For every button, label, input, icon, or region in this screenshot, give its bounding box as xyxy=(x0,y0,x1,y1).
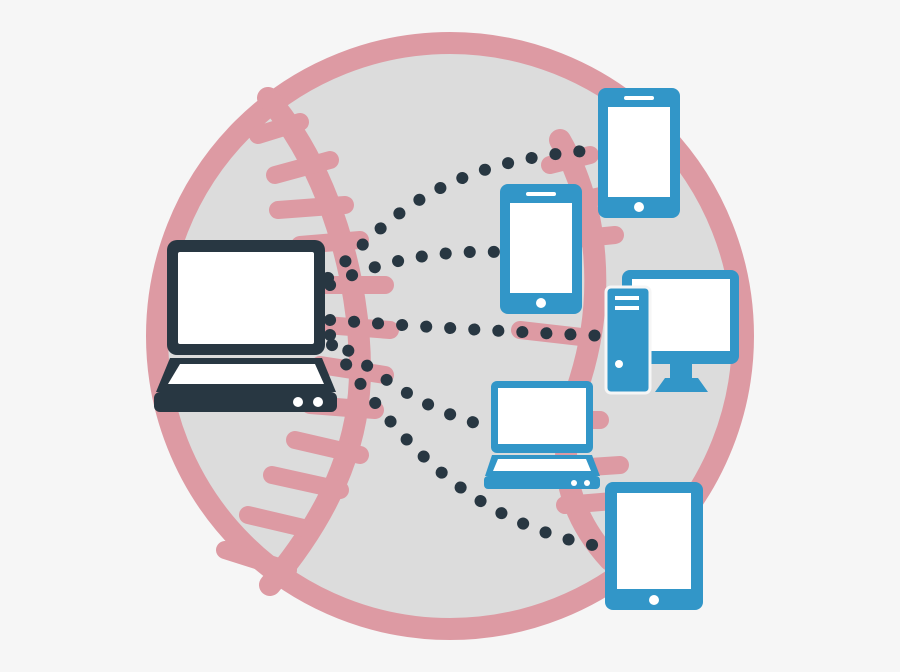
desktop-monitor-stand xyxy=(655,378,708,392)
desktop-tower xyxy=(604,285,652,395)
connection-line-desktop xyxy=(324,314,611,342)
laptop-keyboard xyxy=(168,364,324,384)
laptop-icon xyxy=(154,240,337,412)
laptop-screen xyxy=(178,252,314,344)
connection-line-phone-middle xyxy=(324,245,504,291)
smartphone-icon xyxy=(500,184,582,314)
laptop-icon xyxy=(484,381,600,489)
phone-middle-home-button xyxy=(536,298,546,308)
tablet-home-button xyxy=(649,595,659,605)
phone-top-speaker xyxy=(624,96,654,100)
tablet-icon xyxy=(605,482,703,610)
laptop-base xyxy=(154,392,337,412)
phone-top-home-button xyxy=(634,202,644,212)
connection-line-laptop-small xyxy=(324,329,493,432)
desktop-computer-icon xyxy=(604,270,739,395)
connection-line-tablet xyxy=(326,339,604,552)
connection-line-phone-top xyxy=(322,144,604,284)
desktop-tower-drive-2 xyxy=(615,306,639,310)
small-laptop-keyboard xyxy=(493,459,591,471)
desktop-tower-drive-1 xyxy=(615,296,639,300)
tablet-screen xyxy=(617,493,691,589)
smartphone-icon xyxy=(598,88,680,218)
phone-middle-screen xyxy=(510,203,572,293)
phone-middle-speaker xyxy=(526,192,556,196)
small-laptop-light-2 xyxy=(584,480,590,486)
connection-lines xyxy=(322,144,611,552)
laptop-light-2 xyxy=(313,397,323,407)
desktop-tower-power xyxy=(615,360,623,368)
desktop-monitor-neck xyxy=(670,364,692,380)
small-laptop-screen xyxy=(498,388,586,444)
small-laptop-light-1 xyxy=(571,480,577,486)
laptop-light-1 xyxy=(293,397,303,407)
phone-top-screen xyxy=(608,107,670,197)
small-laptop-base xyxy=(484,476,600,489)
